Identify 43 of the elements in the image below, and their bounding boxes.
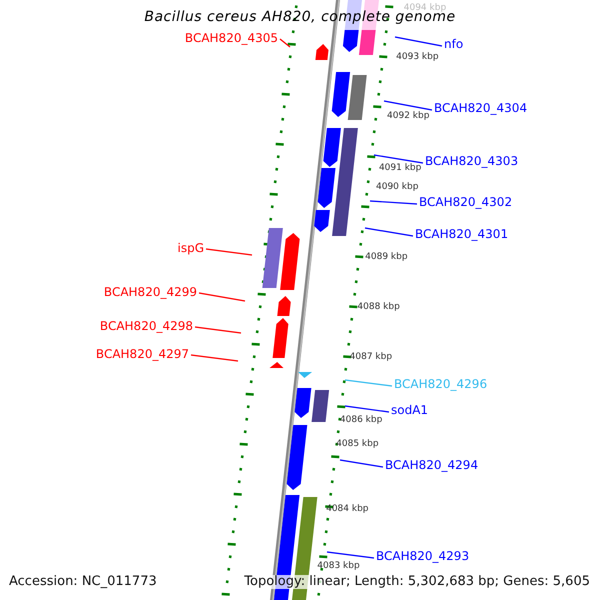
leader-line: [344, 379, 392, 387]
scale-label: 4093 kbp: [396, 51, 439, 64]
gene-label: BCAH820_4301: [415, 227, 508, 241]
scale-label: 4084 kbp: [326, 503, 368, 516]
scale-label: 4091 kbp: [378, 162, 422, 175]
scale-label: 4085 kbp: [336, 438, 379, 451]
leader-line: [190, 354, 238, 362]
scale-label: 4089 kbp: [365, 251, 408, 264]
map-title: Bacillus cereus AH820, complete genome: [143, 10, 457, 24]
leader-line: [206, 248, 252, 256]
leader-line: [384, 100, 432, 111]
scale-label: 4094 kbp: [404, 2, 446, 13]
leader-line: [364, 227, 414, 237]
leader-line: [370, 200, 418, 205]
gene-label: sodA1: [391, 403, 428, 417]
leader-line: [340, 459, 384, 468]
leader-line: [326, 551, 374, 559]
genome-info-label: Topology: linear; Length: 5,302,683 bp; Genes: 5,605: [242, 575, 592, 589]
gene-label: BCAH820_4298: [100, 319, 193, 333]
leader-line: [394, 36, 442, 47]
leader-line: [194, 326, 242, 334]
gene-label: BCAH820_4302: [419, 195, 512, 209]
leader-line: [344, 405, 390, 413]
scale-label: 4086 kbp: [340, 414, 382, 427]
gene-label: nfo: [444, 37, 464, 51]
leader-line: [280, 38, 290, 48]
scale-label: 4092 kbp: [387, 110, 430, 123]
accession-label: Accession: NC_011773: [9, 575, 157, 589]
gene-label: BCAH820_4305: [184, 31, 278, 45]
gene-label: BCAH820_4297: [96, 347, 189, 361]
gene-label: BCAH820_4299: [104, 285, 197, 299]
leader-line: [198, 292, 246, 302]
gene-label: BCAH820_4294: [385, 458, 478, 472]
scale-label: 4090 kbp: [376, 181, 418, 194]
gene-label: ispG: [177, 241, 204, 255]
gene-label: BCAH820_4304: [434, 101, 528, 115]
leader-line: [374, 154, 424, 164]
scale-label: 4087 kbp: [350, 351, 392, 364]
gene-label: BCAH820_4303: [425, 154, 518, 168]
scale-label: 4083 kbp: [317, 560, 360, 573]
scale-label: 4088 kbp: [357, 301, 400, 314]
gene-label: BCAH820_4293: [376, 549, 470, 563]
gene-label: BCAH820_4296: [394, 377, 488, 391]
